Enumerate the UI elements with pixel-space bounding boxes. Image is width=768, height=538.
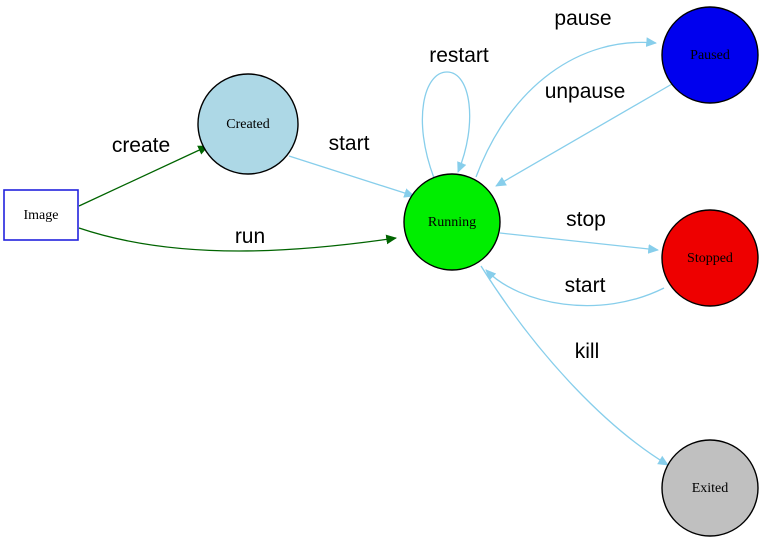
node-label-exited: Exited (692, 481, 729, 496)
node-exited[interactable]: Exited (661, 439, 759, 537)
edge-unpause (495, 83, 673, 187)
edge-stop (499, 232, 659, 254)
node-shape-stopped (661, 209, 759, 307)
edge-label-run: run (235, 225, 265, 248)
edge-label-pause: pause (554, 7, 611, 30)
node-label-image: Image (24, 208, 59, 223)
edge-start-created (288, 155, 415, 198)
edge-label-restart: restart (429, 44, 489, 67)
edge-label-create: create (112, 134, 170, 157)
edge-kill (480, 265, 669, 466)
node-shape-created (197, 73, 299, 175)
node-label-created: Created (226, 117, 270, 132)
node-running[interactable]: Running (403, 173, 501, 271)
edge-create (78, 145, 209, 207)
node-label-paused: Paused (690, 48, 730, 63)
edge-start-stopped (485, 269, 665, 307)
node-image[interactable]: Image (3, 189, 79, 241)
node-shape-image (3, 189, 79, 241)
node-shape-paused (661, 6, 759, 104)
edge-restart (421, 71, 471, 179)
node-paused[interactable]: Paused (661, 6, 759, 104)
node-created[interactable]: Created (197, 73, 299, 175)
edge-label-start-created: start (329, 132, 370, 155)
edge-label-unpause: unpause (545, 80, 626, 103)
edge-run (78, 227, 397, 252)
edge-label-start-stopped: start (565, 274, 606, 297)
node-stopped[interactable]: Stopped (661, 209, 759, 307)
node-label-running: Running (428, 215, 476, 230)
edges-layer (78, 37, 673, 466)
edge-label-kill: kill (575, 340, 600, 363)
node-label-stopped: Stopped (687, 251, 733, 266)
edge-label-stop: stop (566, 208, 606, 231)
edge-pause (475, 37, 657, 178)
edge-labels-layer: create run start restart pause unpause stop sta… (112, 7, 625, 363)
node-shape-exited (661, 439, 759, 537)
node-shape-running (403, 173, 501, 271)
